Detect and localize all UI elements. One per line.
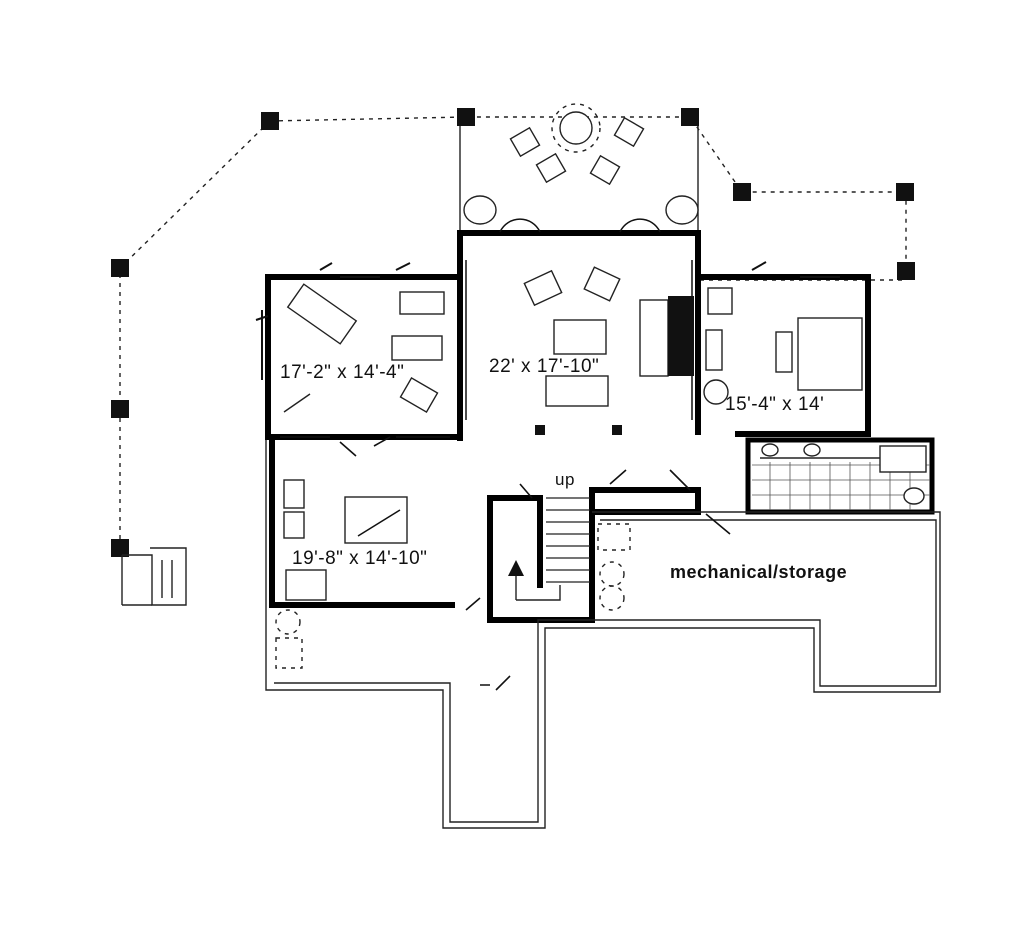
- bedroom-furniture: [703, 287, 863, 405]
- stair-up-label: up: [555, 470, 575, 489]
- storage-label: mechanical/storage: [670, 562, 848, 582]
- exercise-equipment: [283, 283, 445, 413]
- living-furniture: [523, 266, 694, 435]
- bedroom-dimension: 15'-4" x 14': [725, 394, 825, 415]
- patio-furniture: [463, 103, 699, 225]
- billiard-table: [283, 479, 408, 601]
- bathroom: [745, 437, 935, 515]
- porch-posts: [111, 108, 915, 557]
- stair: [508, 497, 590, 601]
- exterior-walls: [265, 230, 871, 623]
- side-steps: [121, 547, 187, 606]
- game-room-dimension: 19'-8" x 14'-10": [292, 548, 428, 569]
- left-room-dimension: 17'-2" x 14'-4": [280, 362, 405, 383]
- great-room-dimension: 22' x 17'-10": [489, 356, 600, 377]
- storage-outline: [265, 440, 941, 829]
